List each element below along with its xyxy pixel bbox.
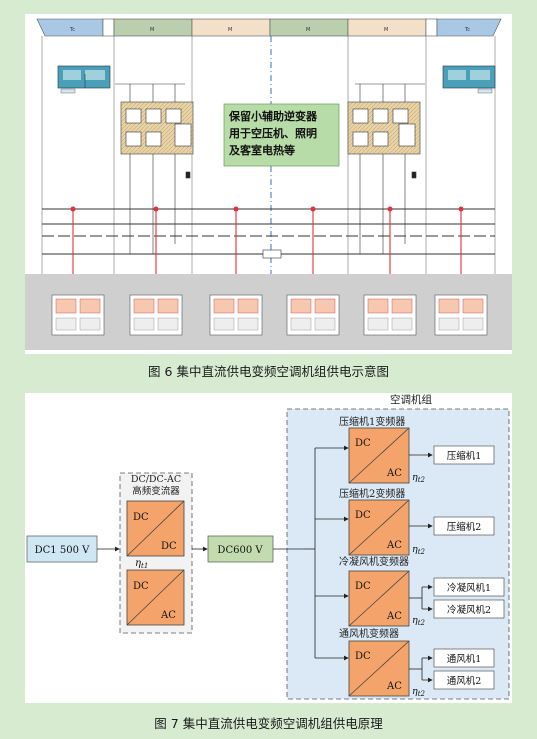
load-condenser-fan-2 [433,599,505,619]
hv-top-out: DC [161,541,177,552]
note-line-3: 及客室电热等 [229,143,295,157]
inverter-4-eta: ηt2 [412,686,426,698]
load-compressor-1 [433,445,495,465]
svg-text:AC: AC [386,611,402,622]
svg-text:压缩机1: 压缩机1 [447,450,482,462]
ac-unit-band [25,274,512,350]
fig6-caption: 图 6 集中直流供电变频空调机组供电示意图 [148,364,389,379]
svg-text:DC: DC [355,510,371,521]
dc600-bus-box [207,535,274,563]
inverter-4-block: DC AC [348,640,410,697]
inverter-3-title: 冷凝风机变频器 [339,555,409,568]
hv-top-in: DC [133,512,149,523]
coupler-switch [262,249,282,259]
svg-text:冷凝风机2: 冷凝风机2 [447,604,491,616]
inverter-1-title: 压缩机1变频器 [339,415,405,428]
ac-units-row [51,294,488,336]
svg-text:DC: DC [355,651,371,662]
load-ventilation-fan-1 [433,648,495,668]
car-label-6: Tc [464,27,470,33]
right-aux-equipment [442,65,496,94]
train-bus-lines [42,208,495,255]
car-label-1: Tc [69,27,75,33]
inverter-4-title: 通风机变频器 [339,627,399,640]
svg-text:冷凝风机1: 冷凝风机1 [447,582,491,594]
hv-dcac-block: DC AC [126,569,185,626]
load-compressor-2 [433,516,495,536]
car-divider-lines [41,36,496,274]
svg-text:通风机2: 通风机2 [447,675,482,687]
fig7-diagram: 空调机组 DC1 500 V DC/DC-AC 高频变流器 DC DC ηt1 … [26,393,510,700]
fig6-schematic: Tc M M M M Tc [25,18,512,350]
svg-text:AC: AC [386,468,402,479]
hf-group-title-1: DC/DC-AC [131,474,181,485]
dc1500-input-box [26,535,98,563]
right-converter-cabinet [347,101,421,155]
inverter-1-eta: ηt2 [412,472,426,484]
fig7-panel: 空调机组 DC1 500 V DC/DC-AC 高频变流器 DC DC ηt1 … [25,393,512,703]
fig7-caption: 图 7 集中直流供电变频空调机组供电原理 [154,716,383,731]
inverter-2-block: DC AC [348,499,410,556]
hv-bottom-out: AC [160,610,176,621]
ac-unit-title: 空调机组 [390,393,432,406]
inverter-2-title: 压缩机2变频器 [339,487,405,500]
load-condenser-fan-1 [433,577,505,597]
inner-wiring [84,74,425,254]
svg-text:AC: AC [386,681,402,692]
dc600-label: DC600 V [217,545,263,556]
red-junction-dots [70,206,464,212]
inverter-1-block: DC AC [348,427,410,484]
fig6-panel: Tc M M M M Tc [25,14,512,354]
note-line-1: 保留小辅助逆变器 [228,109,318,123]
inverter-3-eta: ηt2 [412,615,426,627]
svg-text:DC: DC [355,581,371,592]
left-converter-cabinet [120,101,194,155]
note-line-2: 用于空压机、照明 [229,126,317,140]
car-label-3: M [228,27,232,33]
svg-text:通风机1: 通风机1 [447,653,482,665]
aux-inverter-note-box [223,103,340,167]
inverter-2-eta: ηt2 [412,544,426,556]
svg-text:DC: DC [355,438,371,449]
car-label-5: M [384,27,388,33]
svg-text:压缩机2: 压缩机2 [447,521,482,533]
left-aux-equipment [57,65,111,94]
dc1500-label: DC1 500 V [35,545,90,556]
eta1-label: ηt1 [135,558,148,570]
hf-group-title-2: 高频变流器 [132,485,180,497]
car-label-4: M [306,27,310,33]
hv-dcdc-block: DC DC [126,500,185,557]
svg-text:AC: AC [386,540,402,551]
inverter-3-block: DC AC [348,570,410,627]
load-ventilation-fan-2 [433,670,495,690]
car-label-2: M [150,27,154,33]
hv-bottom-in: DC [133,581,149,592]
train-strip: Tc M M M M Tc [36,18,502,37]
